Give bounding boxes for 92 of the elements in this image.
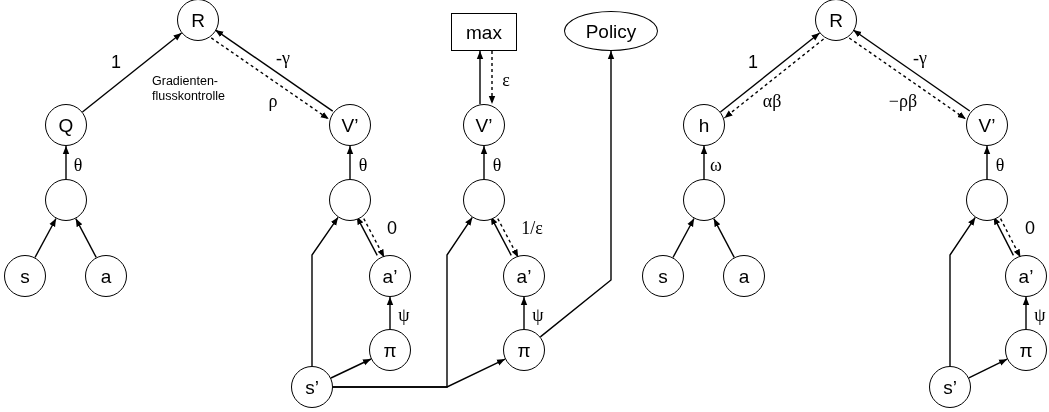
node-label: π (517, 340, 531, 360)
node-label: R (829, 10, 843, 30)
arrow (672, 217, 695, 259)
circle-node (329, 104, 371, 146)
hidden-layer-circle (45, 179, 87, 221)
dashed-arrow (723, 38, 825, 119)
circle-node (369, 329, 411, 371)
circle-node (503, 255, 545, 297)
arrow (332, 358, 506, 388)
node-label: s’ (305, 377, 319, 397)
circle-node (4, 255, 46, 297)
dashed-arrow (363, 217, 385, 259)
circle-node (463, 104, 505, 146)
arrow (949, 216, 976, 367)
dashed-arrow (999, 218, 1022, 258)
edge-label: ψ (397, 306, 411, 324)
node-label: π (383, 340, 397, 360)
circle-node (929, 366, 971, 408)
node-label: max (466, 22, 502, 42)
circle-node (291, 366, 333, 408)
arrow (81, 32, 183, 113)
node-label: s (658, 266, 668, 286)
dashed-arrow (488, 50, 496, 105)
edge-label: αβ (761, 92, 783, 110)
arrow (62, 145, 70, 180)
edge-label: ψ (531, 306, 545, 324)
arrow (476, 50, 484, 105)
edge-label: 1 (747, 53, 759, 71)
edge-label: 0 (386, 219, 398, 237)
circle-node (683, 104, 725, 146)
node-label: Q (58, 115, 74, 135)
circle-node (815, 0, 857, 41)
circle-node (45, 104, 87, 146)
hidden-layer-circle (966, 179, 1008, 221)
edge-label: θ (994, 156, 1006, 174)
hidden-layer-circle (463, 179, 505, 221)
arrow (311, 216, 339, 367)
node-label: a’ (1018, 266, 1034, 286)
arrow (34, 217, 57, 259)
arrow (520, 296, 528, 330)
circle-node (369, 255, 411, 297)
edge-label: 1/ε (520, 219, 544, 237)
node-label: a’ (382, 266, 398, 286)
circle-node (85, 255, 127, 297)
edge-label: θ (357, 156, 369, 174)
circle-node (177, 0, 219, 41)
dashed-arrow (497, 217, 519, 259)
node-label: V’ (978, 115, 996, 135)
node-label: s’ (943, 377, 957, 397)
dashed-arrow (210, 37, 330, 120)
node-label: a’ (516, 266, 532, 286)
circle-node (642, 255, 684, 297)
arrow (992, 216, 1015, 256)
edge-label: 1 (110, 53, 122, 71)
arrow (75, 217, 97, 259)
arrow (713, 217, 735, 259)
node-label: R (191, 10, 205, 30)
operator-box (451, 13, 517, 51)
circle-node (966, 104, 1008, 146)
arrow (386, 296, 394, 330)
circle-node (723, 255, 765, 297)
arrow (700, 145, 708, 180)
edge-label: θ (72, 156, 84, 174)
arrow (214, 29, 334, 112)
arrow (983, 145, 991, 180)
arrow (346, 145, 354, 180)
node-label: V’ (475, 115, 493, 135)
circle-node (503, 329, 545, 371)
node-label: V’ (341, 115, 359, 135)
edge-label: −ρβ (887, 92, 919, 110)
node-label: a (738, 266, 750, 286)
dashed-arrow (848, 37, 967, 120)
arrow (480, 145, 488, 180)
hidden-layer-circle (329, 179, 371, 221)
edge-label: 0 (1024, 219, 1036, 237)
circle-node (1005, 255, 1047, 297)
circle-node (1005, 329, 1047, 371)
arrow (539, 50, 615, 338)
annotation-text: Gradienten- flusskontrolle (152, 74, 225, 104)
arrow (968, 358, 1008, 379)
hidden-layer-circle (683, 179, 725, 221)
arrow (719, 32, 821, 113)
node-label: h (698, 115, 710, 135)
node-label: a (100, 266, 112, 286)
edge-label: θ (491, 156, 503, 174)
node-label: Policy (585, 21, 637, 41)
node-label: π (1019, 340, 1033, 360)
edge-label: ψ (1033, 306, 1047, 324)
arrow (1022, 296, 1030, 330)
arrow (330, 358, 372, 379)
arrow (852, 29, 971, 112)
node-label: s (20, 266, 30, 286)
